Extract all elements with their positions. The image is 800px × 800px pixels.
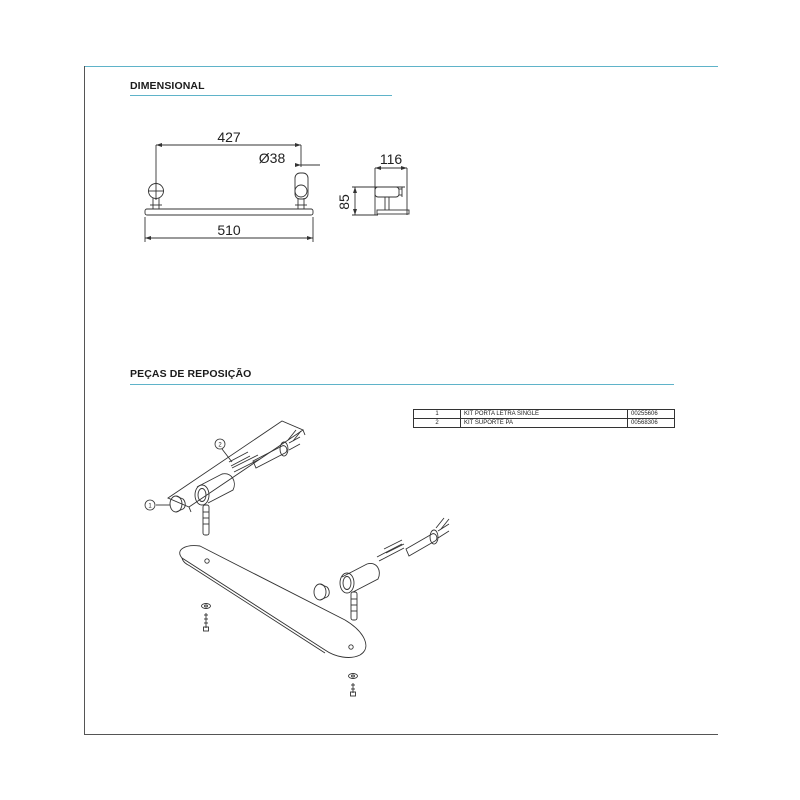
- dim-diameter: Ø38: [259, 150, 286, 166]
- parts-table: 1 KIT PORTA LETRA SINGLE 00255606 2 KIT …: [413, 409, 675, 428]
- frame-bottom-rule: [84, 734, 718, 735]
- frame-top-rule: [84, 66, 718, 67]
- section-rule-parts: [130, 384, 674, 385]
- table-row: 2 KIT SUPORTE PA 00568306: [413, 418, 675, 428]
- dim-height: 85: [336, 194, 352, 210]
- dim-inner-span: 427: [217, 129, 241, 145]
- callout-2: 2: [218, 443, 222, 449]
- dim-total-length: 510: [217, 222, 241, 238]
- section-title-dimensional: DIMENSIONAL: [130, 80, 205, 92]
- dim-depth: 116: [380, 151, 403, 167]
- callout-1: 1: [148, 504, 152, 510]
- section-title-parts: PEÇAS DE REPOSIÇÃO: [130, 368, 252, 380]
- frame-left-rule: [84, 66, 85, 734]
- part-code: 00568306: [627, 418, 675, 428]
- section-rule-dimensional: [130, 95, 392, 96]
